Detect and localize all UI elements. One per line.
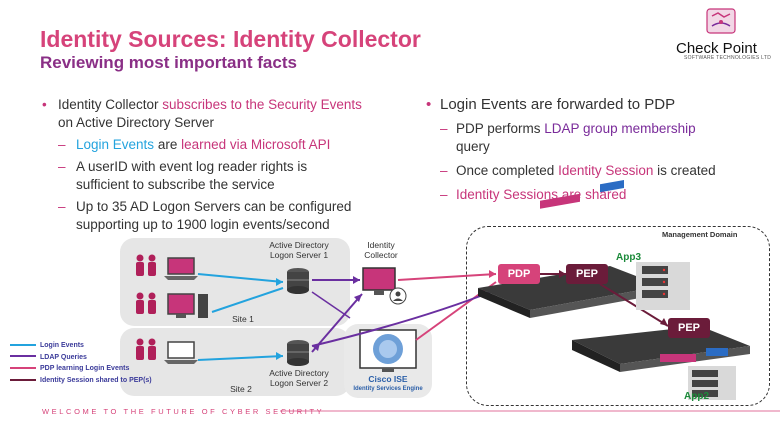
site-1-box	[120, 238, 350, 326]
ad-server-1-label: Active Directory Logon Server 1	[269, 240, 329, 260]
legend-item: Login Events	[40, 342, 84, 349]
gateway-1-appliance	[478, 179, 662, 318]
ad-server-2-label: Active Directory Logon Server 2	[269, 368, 329, 388]
identity-collector-icon	[362, 267, 407, 305]
gateway-2-appliance	[572, 326, 750, 372]
right-bullet-1: • Login Events are forwarded to PDP	[426, 96, 676, 113]
right-subbullet-1: – PDP performs LDAP group membership que…	[440, 121, 696, 154]
app2-servers-icon	[688, 366, 736, 400]
cisco-ise-label: Cisco ISE Identity Services Engine	[353, 374, 423, 392]
management-domain-label: Management Domain	[662, 230, 738, 239]
legend-item: LDAP Queries	[40, 353, 87, 361]
legend-item: PDP learning Login Events	[40, 365, 130, 373]
left-bullet-list: • Identity Collector subscribes to the S…	[42, 96, 362, 234]
left-bullet-1: • Identity Collector subscribes to the S…	[42, 97, 362, 130]
cisco-ise-icon	[359, 329, 417, 372]
logo-tagline: SOFTWARE TECHNOLOGIES LTD	[684, 55, 772, 61]
identity-collector-label: Identity Collector	[364, 240, 398, 260]
laptop-icon	[164, 257, 198, 280]
right-subbullet-2: – Once completed Identity Session is cre…	[440, 163, 716, 178]
right-subbullet-3: – Identity Sessions are shared	[440, 187, 627, 202]
right-bullet-list: • Login Events are forwarded to PDP – PD…	[426, 96, 766, 204]
pdp-tag: PDP	[498, 264, 540, 284]
app2-label: App2	[684, 391, 709, 402]
app3-label: App3	[616, 252, 641, 263]
ad-server-1-icon	[287, 268, 309, 294]
users-site2-icon	[136, 338, 156, 360]
left-subbullet-1: – Login Events are learned via Microsoft…	[58, 137, 331, 152]
check-point-logo-icon	[706, 8, 736, 34]
site-2-box	[120, 328, 350, 396]
left-subbullet-2: – A userID with event log reader rights …	[58, 159, 308, 192]
page-title: Identity Sources: Identity Collector	[40, 26, 421, 52]
desktop-icon	[167, 293, 208, 318]
laptop-site2-icon	[164, 341, 198, 364]
legend-item: Identity Session shared to PEP(s)	[40, 376, 152, 384]
legend: Login Events LDAP Queries PDP learning L…	[40, 340, 152, 386]
ad-server-2-icon	[287, 340, 309, 366]
site-2-label: Site 2	[230, 384, 252, 394]
pep-tag-2: PEP	[668, 318, 710, 338]
management-domain-box	[466, 226, 770, 406]
left-subbullet-3: – Up to 35 AD Logon Servers can be confi…	[58, 199, 352, 232]
pep-tag-1: PEP	[566, 264, 608, 284]
users-site1-icon	[136, 254, 156, 314]
page-subtitle: Reviewing most important facts	[40, 53, 297, 72]
logo-name: Check Point	[676, 40, 757, 57]
site-1-label: Site 1	[232, 314, 254, 324]
footer-tagline: WELCOME TO THE FUTURE OF CYBER SECURITY	[42, 407, 325, 416]
app3-servers-icon	[636, 262, 690, 310]
